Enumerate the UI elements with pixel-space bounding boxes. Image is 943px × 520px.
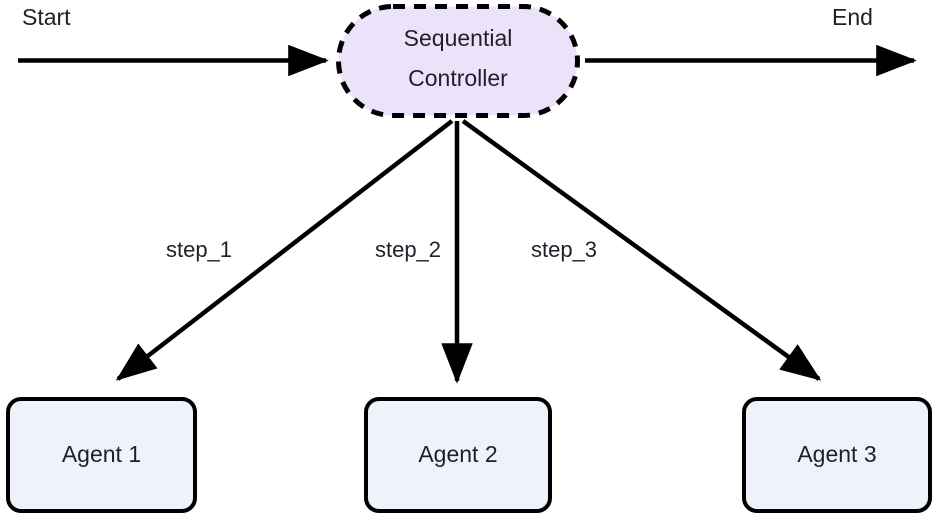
start-label: Start [22,4,71,30]
edge-label-step-3: step_3 [531,237,597,262]
edge-label-step-2: step_2 [375,237,441,262]
edge-label-step-1: step_1 [166,237,232,262]
edge-controller-to-agent-1 [115,119,454,381]
edge-controller-to-agent-3 [461,119,822,381]
controller-label-line-1: Sequential [404,25,513,51]
node-sequential-controller[interactable] [336,4,580,118]
agent-2-label: Agent 2 [418,441,497,467]
agent-1-label: Agent 1 [62,441,141,467]
controller-label-line-2: Controller [408,65,508,91]
node-agent-2[interactable] [364,397,552,513]
node-agent-1[interactable] [6,397,197,513]
agent-3-label: Agent 3 [797,441,876,467]
node-agent-3[interactable] [742,397,932,513]
end-label: End [832,4,873,30]
